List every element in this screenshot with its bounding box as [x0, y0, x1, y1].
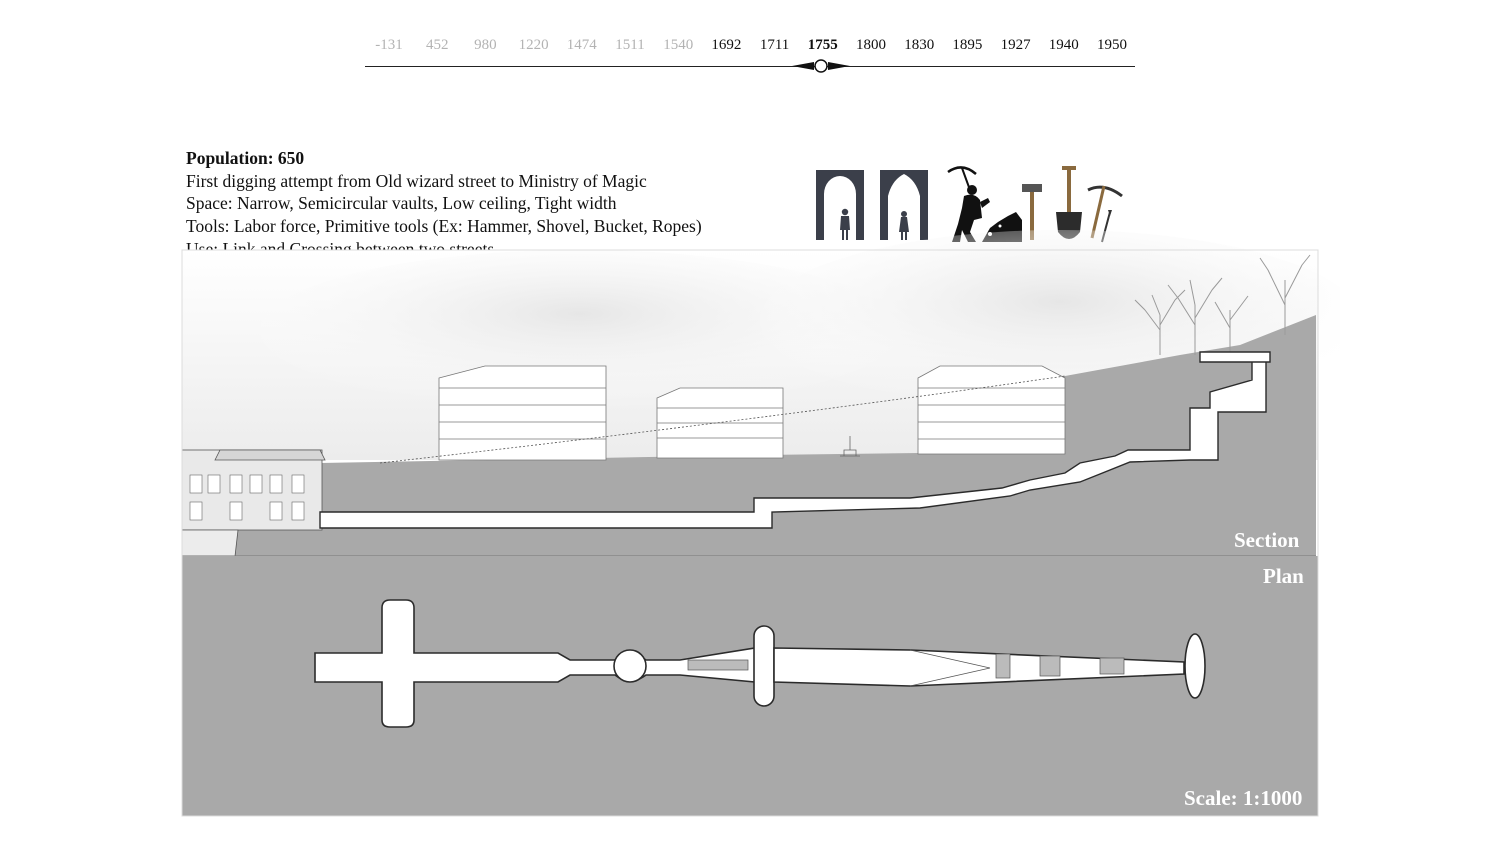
timeline-year-1927[interactable]: 1927	[1000, 37, 1031, 53]
timeline-year-1511[interactable]: 1511	[615, 37, 645, 53]
timeline: -131 452 980 1220 1474 1511 1540 1692 1711 1755 18…	[0, 0, 1500, 80]
scale-label: Scale: 1:1000	[1184, 786, 1303, 810]
timeline-year-1220[interactable]: 1220	[518, 37, 549, 53]
timeline-year-1540[interactable]: 1540	[663, 37, 694, 53]
plan-tunnel	[314, 599, 1206, 728]
timeline-year-1474[interactable]: 1474	[566, 37, 597, 53]
timeline-year-980[interactable]: 980	[474, 37, 497, 53]
trees	[1134, 254, 1311, 355]
section-tunnel	[319, 351, 1271, 529]
tools-text: Tools: Labor force, Primitive tools (Ex:…	[186, 216, 702, 237]
timeline-year-1830[interactable]: 1830	[904, 37, 935, 53]
population-text: Population: 650	[186, 148, 305, 168]
plan-ground	[182, 556, 1318, 816]
plan-label: Plan	[1263, 564, 1304, 588]
space-text: Space: Narrow, Semicircular vaults, Low …	[186, 193, 617, 214]
timeline-year-1692[interactable]: 1692	[711, 37, 742, 53]
timeline-slider-handle[interactable]	[792, 58, 850, 74]
semicircular-vault-icon	[816, 170, 864, 240]
timeline-year-1895[interactable]: 1895	[952, 37, 983, 53]
buildings	[438, 365, 1066, 461]
timeline-track[interactable]	[365, 66, 1135, 67]
timeline-year-minus131[interactable]: -131	[375, 37, 403, 53]
hammer-icon	[1022, 184, 1042, 240]
section-label: Section	[1234, 528, 1300, 552]
era-icons	[816, 166, 1123, 243]
timeline-year-1940[interactable]: 1940	[1048, 37, 1079, 53]
description-text: First digging attempt from Old wizard st…	[186, 170, 647, 191]
timeline-year-452[interactable]: 452	[425, 37, 449, 53]
section-ground	[182, 315, 1316, 556]
timeline-year-1950[interactable]: 1950	[1097, 37, 1127, 53]
section-plan-drawing	[181, 230, 1340, 817]
plan-details	[687, 649, 1125, 687]
timeline-year-1755[interactable]: 1755	[807, 37, 838, 53]
fountain	[840, 436, 860, 457]
timeline-year-1711[interactable]: 1711	[759, 37, 790, 53]
pointed-vault-icon	[880, 170, 928, 240]
timeline-year-1800[interactable]: 1800	[856, 37, 886, 53]
